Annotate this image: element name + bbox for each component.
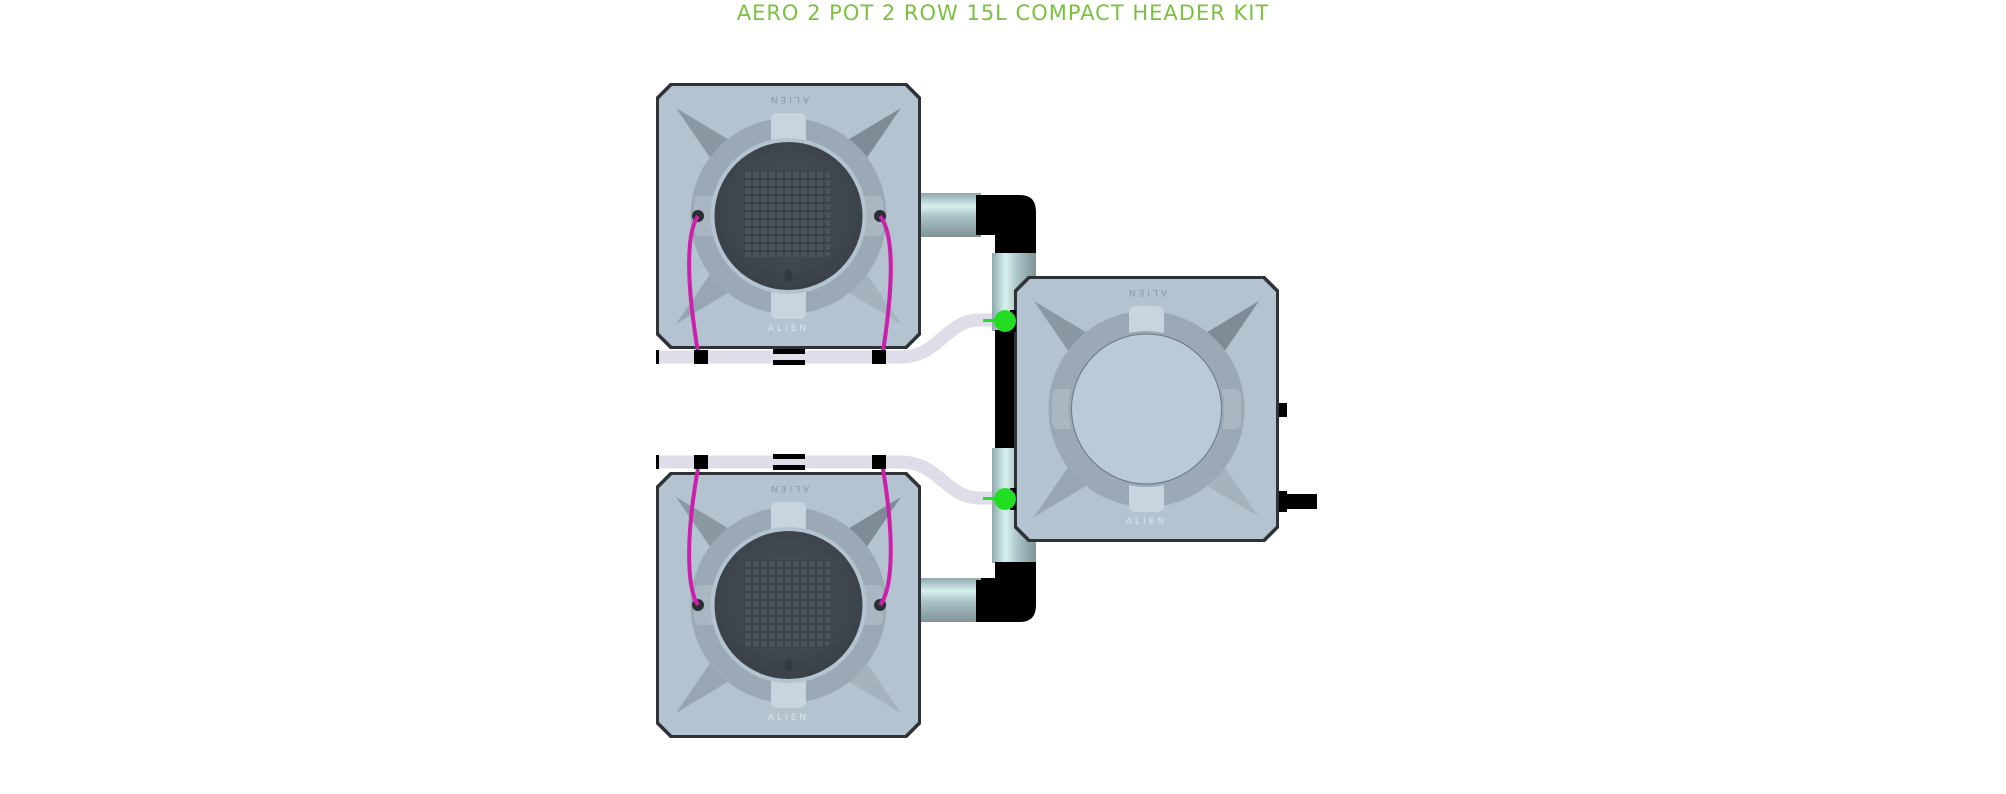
pipe-bottom — [921, 448, 1036, 622]
feed-tube-bottom — [656, 454, 1010, 505]
brand-label-top: ALIEN — [768, 94, 809, 104]
brand-label-bottom: ALIEN — [768, 713, 809, 723]
drain-port — [1279, 491, 1287, 512]
drain-pipe — [1287, 494, 1317, 509]
drip-line — [878, 462, 893, 607]
drip-line — [878, 214, 893, 359]
brand-label-bottom: ALIEN — [1126, 517, 1167, 527]
drip-line — [687, 214, 701, 359]
feed-tube-top — [656, 313, 1010, 365]
diagram-title: AERO 2 POT 2 ROW 15L COMPACT HEADER KIT — [736, 1, 1270, 25]
controller-reservoir[interactable]: ALIEN ALIEN — [1014, 276, 1317, 542]
brand-label-bottom: ALIEN — [768, 324, 809, 334]
controller-lid — [1071, 333, 1222, 485]
brand-label-top: ALIEN — [768, 483, 809, 493]
valve-bottom[interactable] — [983, 488, 1016, 510]
drip-line — [687, 462, 701, 607]
grow-pot-2[interactable]: ALIEN ALIEN — [656, 455, 921, 738]
outlet-port — [1279, 403, 1287, 417]
mesh-basket — [744, 560, 830, 646]
mesh-basket — [744, 171, 830, 257]
valve-top[interactable] — [983, 310, 1016, 332]
grow-pot-1[interactable]: ALIEN ALIEN — [656, 83, 921, 364]
brand-label-top: ALIEN — [1126, 287, 1167, 297]
